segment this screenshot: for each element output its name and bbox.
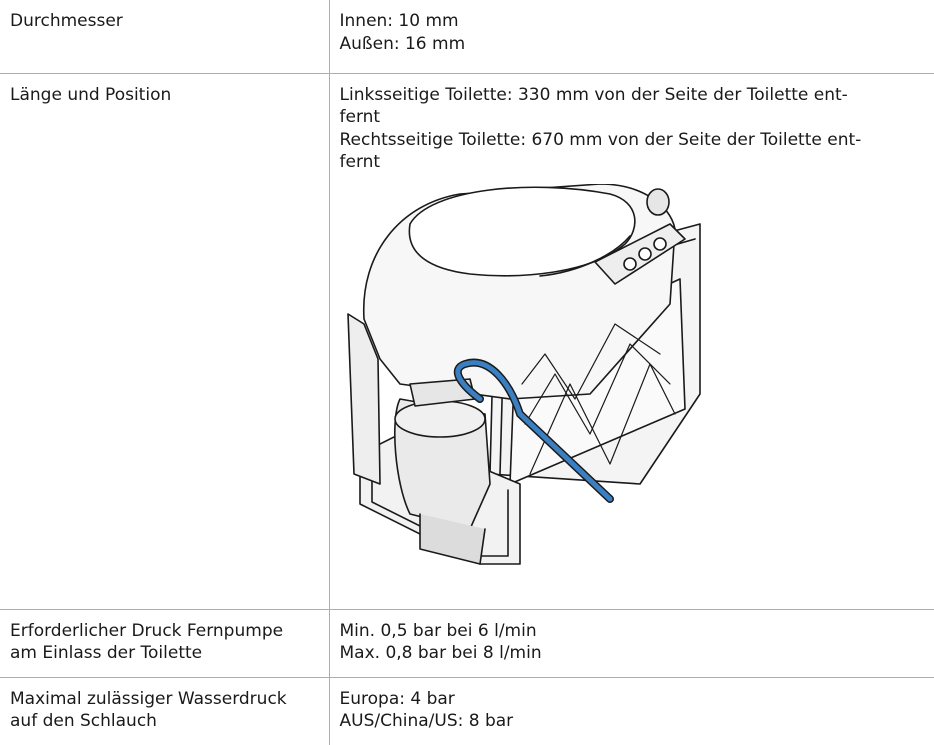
- row-value-cell: Europa: 4 bar AUS/China/US: 8 bar: [328, 676, 934, 745]
- value-line: AUS/China/US: 8 bar: [339, 711, 514, 731]
- row-label: Maximal zulässiger Wasserdruck: [10, 688, 287, 709]
- value-line: Min. 0,5 bar bei 6 l/min: [339, 620, 537, 641]
- value-line: Innen: 10 mm: [339, 11, 459, 31]
- table-row-diameter: Durchmesser Innen: 10 mm Außen: 16 mm: [0, 0, 934, 74]
- table-row-required-pressure: Erforderlicher Druck Fernpumpe am Einlas…: [0, 608, 934, 678]
- toilet-with-hose-illustration: [346, 183, 701, 565]
- value-line: Max. 0,8 bar bei 8 l/min: [339, 643, 542, 663]
- row-label-cell: Erforderlicher Druck Fernpumpe am Einlas…: [0, 608, 330, 678]
- row-value-cell: Min. 0,5 bar bei 6 l/min Max. 0,8 bar be…: [328, 608, 934, 678]
- row-label-cell: Maximal zulässiger Wasserdruck auf den S…: [0, 676, 330, 745]
- value-line: Rechtsseitige Toilette: 670 mm von der S…: [339, 129, 862, 150]
- value-line: Linksseitige Toilette: 330 mm von der Se…: [339, 84, 848, 105]
- row-label: Erforderlicher Druck Fernpumpe: [10, 620, 284, 641]
- value-line: Außen: 16 mm: [339, 33, 466, 54]
- row-label: Durchmesser: [10, 11, 123, 31]
- row-value-cell: Linksseitige Toilette: 330 mm von der Se…: [328, 72, 934, 610]
- row-label: am Einlass der Toilette: [10, 643, 203, 663]
- row-label: auf den Schlauch: [10, 711, 157, 731]
- row-value-cell: Innen: 10 mm Außen: 16 mm: [328, 0, 934, 74]
- value-line: fernt: [339, 107, 381, 127]
- table-row-max-water-pressure: Maximal zulässiger Wasserdruck auf den S…: [0, 676, 934, 745]
- row-label-cell: Durchmesser: [0, 0, 330, 74]
- row-label-cell: Länge und Position: [0, 72, 330, 610]
- row-label: Länge und Position: [10, 84, 172, 105]
- value-line: Europa: 4 bar: [339, 688, 455, 709]
- table-row-length-position: Länge und Position Linksseitige Toilette…: [0, 72, 934, 610]
- value-line: fernt: [339, 152, 381, 172]
